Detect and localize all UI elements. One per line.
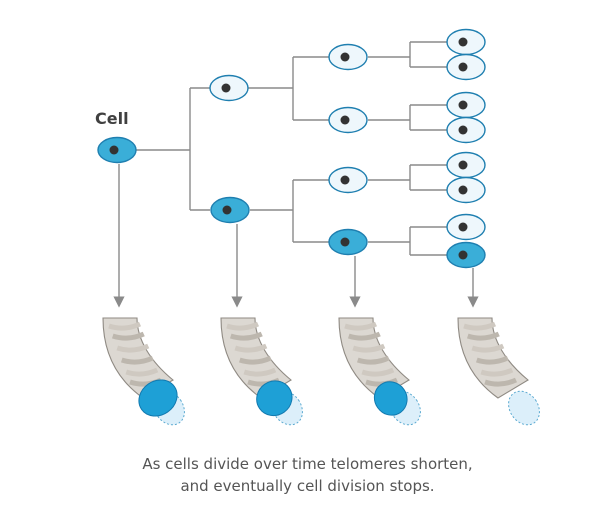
nucleus bbox=[458, 125, 468, 135]
caption: As cells divide over time telomeres shor… bbox=[0, 453, 615, 497]
cell-7 bbox=[328, 228, 368, 256]
cell-10 bbox=[446, 91, 486, 119]
chromosome-3 bbox=[338, 317, 421, 426]
chromosome-2 bbox=[220, 317, 303, 426]
nucleus bbox=[340, 115, 350, 125]
cell-9 bbox=[446, 53, 486, 81]
nucleus bbox=[340, 237, 350, 247]
chromosome-1 bbox=[102, 317, 185, 426]
nucleus bbox=[109, 145, 119, 155]
caption-line-1: As cells divide over time telomeres shor… bbox=[142, 455, 473, 473]
cell-4 bbox=[328, 43, 368, 71]
cell-2 bbox=[209, 74, 249, 102]
cell-6 bbox=[328, 166, 368, 194]
chromosome-4 bbox=[457, 317, 540, 426]
cells bbox=[97, 28, 486, 269]
nucleus bbox=[458, 37, 468, 47]
nucleus bbox=[222, 205, 232, 215]
telomere bbox=[256, 380, 293, 417]
telomere bbox=[373, 381, 408, 416]
nucleus bbox=[458, 100, 468, 110]
cell-13 bbox=[446, 176, 486, 204]
nucleus bbox=[458, 185, 468, 195]
nucleus bbox=[340, 52, 350, 62]
cell-1 bbox=[97, 136, 137, 164]
nucleus bbox=[340, 175, 350, 185]
cell-3 bbox=[210, 196, 250, 224]
cell-label: Cell bbox=[95, 109, 129, 128]
branch-lines bbox=[136, 41, 448, 256]
cell-12 bbox=[446, 151, 486, 179]
nucleus bbox=[458, 250, 468, 260]
telomere bbox=[138, 379, 178, 417]
nucleus bbox=[458, 160, 468, 170]
cell-14 bbox=[446, 213, 486, 241]
cell-5 bbox=[328, 106, 368, 134]
down-arrows bbox=[113, 164, 479, 308]
caption-line-2: and eventually cell division stops. bbox=[180, 477, 435, 495]
nucleus bbox=[458, 62, 468, 72]
telomere-lost bbox=[508, 390, 540, 426]
chromosomes bbox=[102, 317, 540, 426]
nucleus bbox=[458, 222, 468, 232]
cell-8 bbox=[446, 28, 486, 56]
nucleus bbox=[221, 83, 231, 93]
cell-11 bbox=[446, 116, 486, 144]
cell-15 bbox=[446, 241, 486, 269]
